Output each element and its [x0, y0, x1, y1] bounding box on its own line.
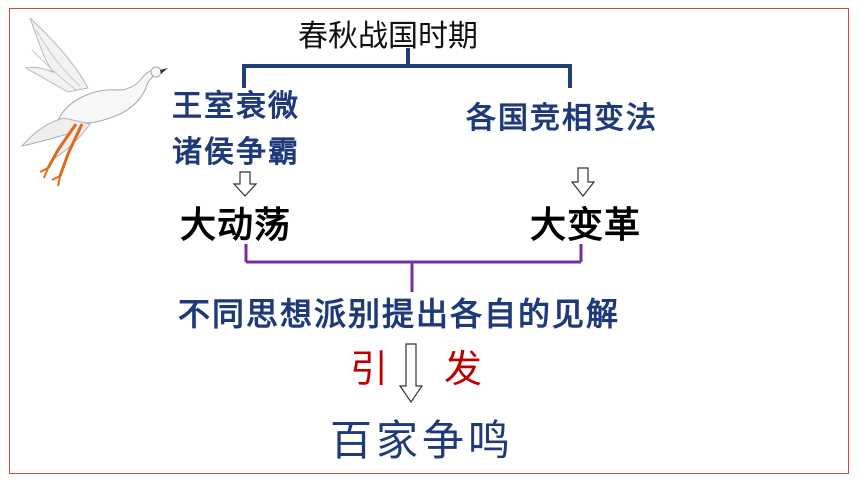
- trigger-arrow: [398, 343, 424, 404]
- right-effect: 大变革: [530, 204, 642, 246]
- down-arrow-left: [232, 171, 258, 197]
- egret-icon: [20, 17, 168, 187]
- trigger-left-char: 引: [350, 347, 389, 391]
- effect-bracket: [244, 244, 583, 292]
- slide-frame: [9, 8, 849, 474]
- trigger-right-char: 发: [444, 347, 483, 391]
- left-effect: 大动荡: [180, 204, 292, 246]
- title-bracket: [242, 48, 572, 88]
- result-statement: 不同思想派别提出各自的见解: [178, 295, 621, 333]
- right-cause: 各国竞相变法: [466, 101, 658, 136]
- left-cause-line2: 诸侯争霸: [172, 135, 300, 170]
- outcome-title: 百家争鸣: [330, 416, 515, 465]
- down-arrow-right: [570, 167, 596, 197]
- diagram-title: 春秋战国时期: [298, 19, 478, 54]
- left-cause-line1: 王室衰微: [172, 89, 300, 124]
